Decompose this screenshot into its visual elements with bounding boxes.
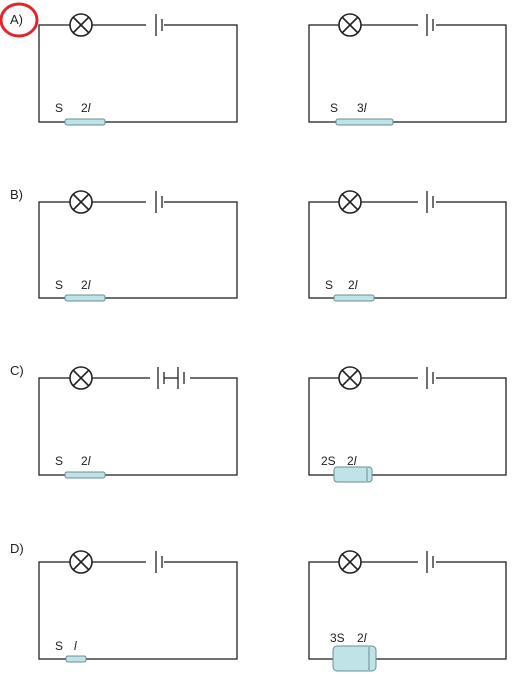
option-a[interactable]: A) S 2l S 3l [0, 2, 507, 126]
bulb-icon [338, 366, 362, 390]
circuit-b-right: S 2l [308, 190, 507, 302]
length-label: 2l [81, 278, 91, 292]
bulb-icon [69, 190, 93, 214]
option-b-label: B) [10, 187, 23, 202]
bulb-icon [69, 550, 93, 574]
resistor-wire [64, 294, 106, 302]
circuit-b-left: S 2l [38, 190, 238, 302]
area-label: S [330, 101, 338, 115]
area-label: S [55, 639, 63, 653]
resistor-wire [333, 466, 373, 483]
option-d-label: D) [10, 541, 24, 556]
resistor-wire [65, 655, 87, 663]
length-label: 2l [81, 454, 91, 468]
bulb-icon [69, 13, 93, 37]
resistor-wire [64, 118, 106, 126]
bulb-icon [338, 190, 362, 214]
area-label: S [55, 278, 63, 292]
bulb-icon [338, 13, 362, 37]
circuit-c-left: S 2l [38, 366, 238, 479]
option-c[interactable]: C) S 2l [10, 363, 507, 483]
resistor-wire [335, 118, 394, 126]
area-label: 2S [321, 454, 336, 468]
length-label: 2l [81, 101, 91, 115]
option-d[interactable]: D) S l 3S 2l [10, 541, 507, 672]
circuit-c-right: 2S 2l [308, 366, 507, 483]
length-label: 2l [348, 278, 358, 292]
length-label: l [74, 639, 77, 653]
circuit-a-left: S 2l [38, 13, 238, 126]
length-label: 3l [357, 101, 367, 115]
circuit-a-right: S 3l [308, 13, 507, 126]
option-b[interactable]: B) S 2l S 2l [10, 187, 507, 302]
bulb-icon [338, 550, 362, 574]
selected-answer-circle [0, 2, 39, 38]
circuit-d-left: S l [38, 550, 238, 663]
resistor-wire [64, 471, 106, 479]
area-label: 3S [330, 631, 345, 645]
option-c-label: C) [10, 363, 24, 378]
bulb-icon [69, 366, 93, 390]
circuit-d-right: 3S 2l [308, 550, 507, 672]
area-label: S [325, 278, 333, 292]
length-label: 2l [357, 631, 367, 645]
length-label: 2l [347, 454, 357, 468]
resistor-wire [333, 294, 375, 302]
area-label: S [55, 101, 63, 115]
area-label: S [55, 454, 63, 468]
option-a-label: A) [10, 12, 23, 27]
resistor-wire [332, 645, 377, 672]
